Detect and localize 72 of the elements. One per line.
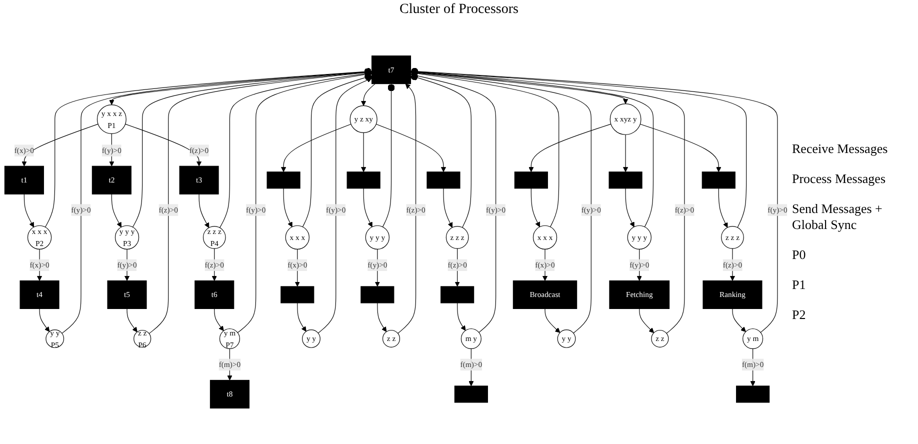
arrow (410, 69, 685, 334)
arrow (124, 248, 130, 281)
arrow (283, 188, 292, 228)
arrow (363, 188, 372, 228)
arrow (718, 188, 728, 228)
arrow (639, 308, 654, 334)
arrow (280, 124, 352, 172)
connector (132, 68, 372, 228)
arrow (39, 308, 50, 332)
node-bar (440, 286, 474, 304)
arrow (360, 84, 376, 106)
arrow (377, 302, 387, 332)
arrow (111, 194, 122, 228)
arrow (636, 248, 642, 281)
arrow (528, 124, 612, 172)
arrow (148, 70, 372, 334)
arrow (294, 248, 300, 287)
arrow (542, 248, 548, 281)
arrow (410, 68, 778, 333)
arrow (62, 69, 372, 334)
arrow (214, 308, 224, 332)
arrow (126, 308, 138, 332)
row-label: P2 (792, 307, 807, 323)
arrow (622, 134, 628, 172)
row-label: P1 (792, 277, 807, 293)
arrow (212, 248, 217, 281)
row-label: Receive Messages (792, 141, 889, 157)
arrow (732, 308, 746, 332)
node-bar (454, 386, 488, 403)
connector (44, 68, 372, 228)
arrow (36, 248, 42, 281)
arrow (640, 124, 722, 172)
arrow (198, 194, 210, 228)
row-label: P0 (792, 247, 807, 263)
arrow (297, 302, 306, 332)
row-label: Process Messages (792, 171, 887, 187)
arrow (398, 84, 416, 334)
node-bar (280, 286, 314, 304)
arrow (318, 78, 372, 334)
arrow (22, 124, 98, 166)
arrow (468, 348, 474, 386)
node-bar (360, 286, 394, 304)
arrow (544, 308, 560, 333)
arrow (360, 132, 366, 172)
arrow (625, 188, 634, 228)
arrow (750, 348, 756, 386)
node-bar (266, 172, 300, 189)
arrow (443, 188, 453, 228)
arrow (237, 72, 372, 333)
arrow (24, 194, 34, 228)
arrow (410, 70, 592, 334)
node-bar (514, 172, 548, 189)
node-bar (736, 386, 770, 403)
arrow (227, 348, 232, 380)
arrow (124, 124, 202, 166)
connector (410, 68, 747, 228)
arrow (457, 302, 466, 331)
arrow (730, 248, 736, 281)
arrow (454, 248, 460, 287)
connector (382, 84, 395, 228)
node-bar (608, 172, 642, 189)
node-bar (702, 172, 736, 189)
connector (302, 73, 372, 228)
connector (410, 73, 472, 228)
node-bar (346, 172, 380, 189)
diagram-title: Cluster of Processors (398, 1, 520, 19)
arrow (410, 72, 496, 333)
row-label: Send Messages + Global Sync (792, 201, 884, 233)
node-bar (426, 172, 460, 189)
arrow (530, 188, 540, 228)
arrow (376, 124, 446, 172)
arrow (374, 248, 380, 287)
